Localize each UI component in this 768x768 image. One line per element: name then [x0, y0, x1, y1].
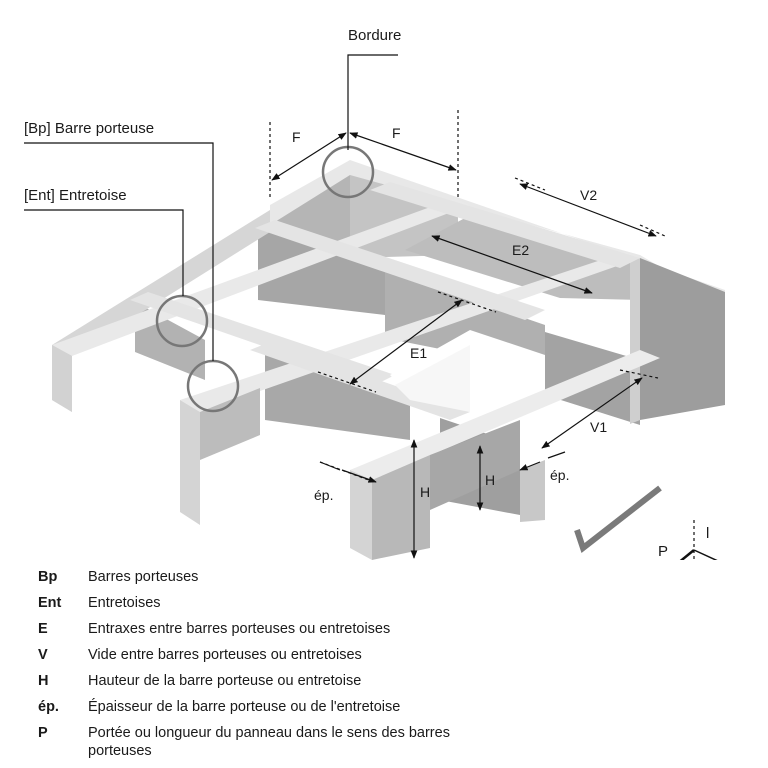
grating-body [52, 160, 725, 560]
dim-ep-left: ép. [314, 487, 333, 503]
leader-entretoise [24, 209, 184, 296]
frame-right-front [630, 258, 640, 424]
legend-key: Ent [38, 595, 62, 611]
load-bar-side [52, 345, 72, 412]
dim-f-right: F [392, 125, 401, 141]
label-bordure: Bordure [348, 27, 401, 44]
legend-key: Bp [38, 569, 58, 585]
cell-back-wall [258, 228, 385, 315]
dim-e2: E2 [512, 242, 529, 258]
legend-row: ép. Épaisseur de la barre porteuse ou de… [38, 698, 458, 716]
orientation-axes [679, 520, 718, 560]
load-bar-side [520, 460, 545, 522]
cross-bar-top [255, 220, 545, 320]
legend-text: Vide entre barres porteuses ou entretois… [88, 647, 362, 663]
dim-h-inner: H [485, 472, 495, 488]
legend-key: E [38, 621, 48, 637]
callout-circle-entretoise [155, 294, 209, 348]
dim-e1: E1 [410, 345, 427, 361]
legend-text: Entretoises [88, 595, 161, 611]
leader-bordure [347, 54, 398, 150]
legend-text: Hauteur de la barre porteuse ou entretoi… [88, 673, 362, 689]
load-bar-side [180, 400, 200, 525]
dim-v1: V1 [590, 419, 607, 435]
legend-key: P [38, 725, 48, 741]
dim-h-outer: H [420, 484, 430, 500]
dim-f-left: F [292, 129, 301, 145]
legend-row: Ent Entretoises [38, 594, 458, 612]
load-bar-side [200, 388, 260, 460]
legend-text: Épaisseur de la barre porteuse ou de l'e… [88, 699, 401, 715]
legend-key: V [38, 647, 48, 663]
load-bar-side [430, 420, 520, 510]
legend-text: Portée ou longueur du panneau dans le se… [88, 725, 450, 759]
legend-key: ép. [38, 699, 59, 715]
legend-row: P Portée ou longueur du panneau dans le … [38, 724, 458, 760]
span-direction-arrow [574, 485, 662, 553]
dimension-lines [269, 110, 666, 559]
legend-key: H [38, 673, 49, 689]
frame-right-side [640, 258, 725, 420]
leader-barre-porteuse [24, 142, 214, 361]
dim-ep-right: ép. [550, 467, 569, 483]
frame-left-side [52, 210, 270, 412]
label-entretoise: [Ent] Entretoise [24, 187, 127, 204]
label-barre-porteuse: [Bp] Barre porteuse [24, 120, 154, 137]
dim-v2: V2 [580, 187, 597, 203]
legend-row: H Hauteur de la barre porteuse ou entret… [38, 672, 458, 690]
cross-bar-top [130, 292, 395, 385]
legend-row: E Entraxes entre barres porteuses ou ent… [38, 620, 458, 638]
legend: Bp Barres porteuses Ent Entretoises E En… [38, 568, 458, 768]
axis-l-label: l [706, 525, 709, 542]
axis-p-label: P [658, 543, 668, 560]
legend-row: Bp Barres porteuses [38, 568, 458, 586]
legend-text: Barres porteuses [88, 569, 199, 585]
legend-row: V Vide entre barres porteuses ou entreto… [38, 646, 458, 664]
load-bar-side [350, 470, 372, 560]
legend-text: Entraxes entre barres porteuses ou entre… [88, 621, 391, 637]
grating-diagram: Bordure [Bp] Barre porteuse [Ent] Entret… [24, 27, 725, 560]
